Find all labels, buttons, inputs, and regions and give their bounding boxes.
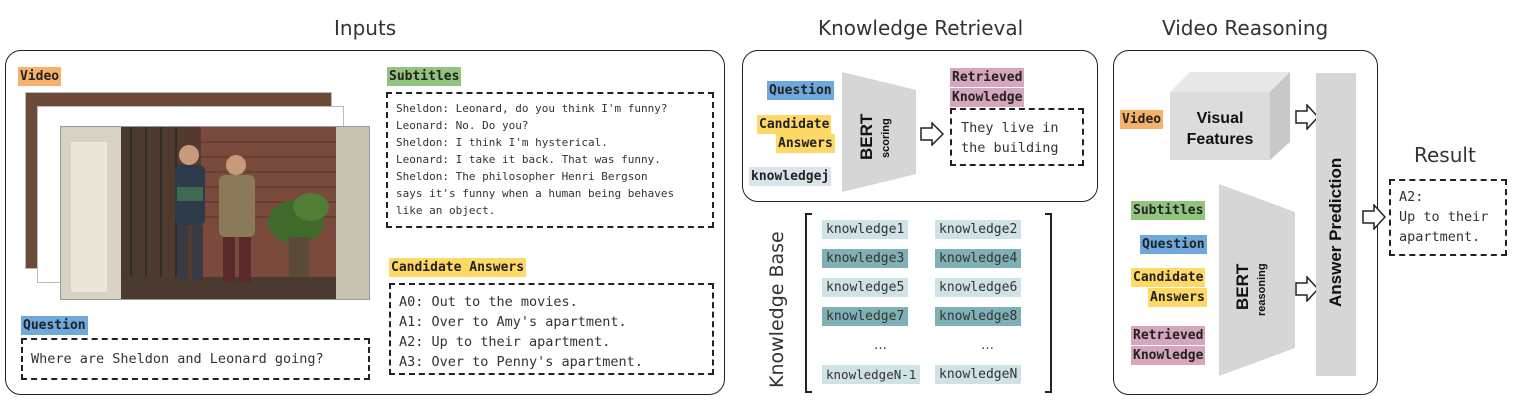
kr-candidate-tag: Candidate bbox=[757, 115, 832, 134]
bert-scoring-block bbox=[842, 72, 916, 192]
vr-subtitles-tag: Subtitles bbox=[1131, 201, 1206, 220]
subtitles-lines: Sheldon: Leonard, do you think I'm funny… bbox=[396, 100, 674, 219]
kb-item: knowledge1 bbox=[822, 220, 909, 239]
result-line: A2: bbox=[1399, 189, 1424, 205]
subtitles-box: Sheldon: Leonard, do you think I'm funny… bbox=[386, 92, 714, 228]
kb-item-last-right: knowledgeN bbox=[935, 365, 1022, 384]
video-frame-front bbox=[60, 126, 370, 300]
answer-item: A2: Up to their apartment. bbox=[399, 334, 611, 350]
knowledge-base-label: Knowledge Base bbox=[766, 231, 788, 388]
answers-list: A0: Out to the movies. A1: Over to Amy's… bbox=[399, 292, 643, 372]
vr-retrieved-tag: Retrieved bbox=[1131, 326, 1206, 345]
bert-reasoning-label: BERT bbox=[1233, 263, 1252, 310]
arrow-right-icon bbox=[920, 122, 944, 146]
retrieval-panel bbox=[742, 50, 1098, 202]
inputs-title: Inputs bbox=[334, 16, 397, 40]
visual-line: Visual bbox=[1196, 110, 1244, 127]
knowledge-base-brackets bbox=[805, 213, 1052, 393]
subtitle-line: Leonard: I take it back. That was funny. bbox=[396, 153, 661, 166]
vr-candidate-tag: Candidate bbox=[1131, 268, 1206, 287]
arrow-right-icon bbox=[1362, 204, 1386, 230]
answer-item: A0: Out to the movies. bbox=[399, 294, 578, 310]
kr-knowledge-tag: knowledgej bbox=[749, 167, 832, 186]
inputs-panel bbox=[5, 50, 725, 395]
kr-answers-tag: Answers bbox=[776, 134, 835, 153]
kb-item: knowledge8 bbox=[935, 307, 1022, 326]
arrow-right-icon bbox=[1295, 104, 1319, 130]
subtitle-line: Leonard: No. Do you? bbox=[396, 119, 529, 132]
result-text: A2: Up to their apartment. bbox=[1399, 187, 1488, 247]
result-line: apartment. bbox=[1399, 229, 1481, 245]
retrieved-text: They live in the building bbox=[961, 118, 1059, 158]
subtitle-line: Sheldon: Leonard, do you think I'm funny… bbox=[396, 102, 668, 115]
retrieved-knowledge-box: They live in the building bbox=[950, 108, 1084, 166]
retrieved-line: the building bbox=[961, 140, 1059, 156]
arrow-right-icon bbox=[1295, 276, 1319, 302]
bert-scoring-label: BERT bbox=[857, 113, 876, 160]
knowledge-retrieval-title: Knowledge Retrieval bbox=[818, 16, 1024, 40]
answer-item: A1: Over to Amy's apartment. bbox=[399, 314, 627, 330]
subtitle-line: says it's funny when a human being behav… bbox=[396, 187, 675, 200]
question-tag: Question bbox=[21, 316, 88, 335]
kb-ellipsis-right: … bbox=[981, 338, 994, 353]
bert-reasoning-sub: reasoning bbox=[1256, 263, 1268, 316]
candidate-answers-box: A0: Out to the movies. A1: Over to Amy's… bbox=[389, 283, 714, 375]
vr-answers-tag: Answers bbox=[1148, 288, 1207, 307]
retrieved-line: They live in bbox=[961, 120, 1059, 136]
kb-item: knowledge6 bbox=[935, 278, 1022, 297]
kb-item: knowledge2 bbox=[935, 220, 1022, 239]
video-still-image bbox=[61, 127, 369, 299]
result-line: Up to their bbox=[1399, 209, 1489, 225]
question-box: Where are Sheldon and Leonard going? bbox=[21, 338, 370, 380]
answer-prediction-label: Answer Prediction bbox=[1326, 157, 1345, 307]
subtitles-tag: Subtitles bbox=[387, 67, 462, 86]
vr-knowledge-tag: Knowledge bbox=[1131, 346, 1206, 365]
video-frames bbox=[25, 92, 370, 307]
kr-question-tag: Question bbox=[767, 81, 834, 100]
visual-features-cube bbox=[1170, 72, 1290, 160]
visual-features-label: Visual Features bbox=[1170, 108, 1270, 150]
subtitle-line: Sheldon: I think I'm hysterical. bbox=[396, 136, 608, 149]
bert-reasoning-block bbox=[1219, 184, 1295, 376]
vr-video-tag: Video bbox=[1120, 110, 1164, 129]
bert-scoring-sub: scoring bbox=[880, 118, 892, 158]
kb-item: knowledge5 bbox=[822, 278, 909, 297]
features-line: Features bbox=[1186, 131, 1254, 148]
video-reasoning-title: Video Reasoning bbox=[1162, 16, 1329, 40]
vr-question-tag: Question bbox=[1140, 235, 1207, 254]
kb-item: knowledge7 bbox=[822, 307, 909, 326]
answer-prediction-block bbox=[1316, 73, 1356, 376]
result-box: A2: Up to their apartment. bbox=[1389, 179, 1507, 256]
video-tag: Video bbox=[18, 67, 62, 86]
subtitle-line: like an object. bbox=[396, 204, 496, 217]
kr-knowledge-label-tag: Knowledge bbox=[950, 88, 1025, 107]
answer-item: A3: Over to Penny's apartment. bbox=[399, 354, 643, 370]
subtitle-line: Sheldon: The philosopher Henri Bergson bbox=[396, 170, 648, 183]
kb-item-last-left: knowledgeN-1 bbox=[822, 365, 921, 384]
kb-item: knowledge3 bbox=[822, 249, 909, 268]
kb-ellipsis-left: … bbox=[874, 338, 887, 353]
question-text: Where are Sheldon and Leonard going? bbox=[31, 351, 324, 367]
result-title: Result bbox=[1414, 143, 1476, 167]
kb-item: knowledge4 bbox=[935, 249, 1022, 268]
kr-retrieved-tag: Retrieved bbox=[950, 68, 1025, 87]
candidate-answers-tag: Candidate Answers bbox=[389, 258, 527, 277]
